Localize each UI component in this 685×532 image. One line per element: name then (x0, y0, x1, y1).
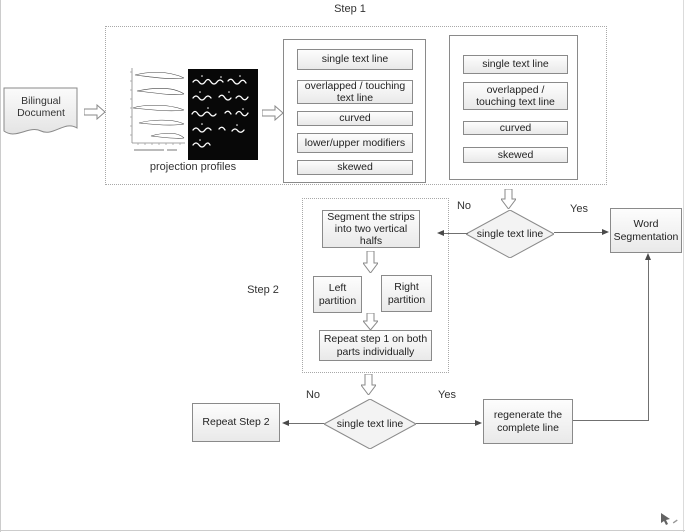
decision1-no-label: No (456, 200, 472, 212)
line-type2-overlapped: overlapped / touching text line (463, 82, 568, 110)
line-type-curved: curved (297, 111, 413, 126)
arrowhead-right-icon (602, 228, 609, 235)
text-lines-image (188, 69, 258, 160)
decision2-yes-label: Yes (438, 389, 456, 401)
arrowhead-left-icon (437, 229, 444, 236)
repeat-step1-box: Repeat step 1 on both parts individually (319, 330, 432, 361)
repeat-step2-box: Repeat Step 2 (192, 403, 280, 442)
line-type-single: single text line (297, 49, 413, 70)
decision2-label: single text line (336, 418, 404, 430)
line-type-modifiers: lower/upper modifiers (297, 133, 413, 153)
line-type2-skewed: skewed (463, 147, 568, 163)
step2-label: Step 2 (247, 284, 279, 296)
decision2-yes-connector (416, 423, 476, 424)
line-type2-curved: curved (463, 121, 568, 135)
page-left-border (0, 0, 1, 532)
regenerate-to-wordseg-connector-h (573, 420, 648, 421)
projection-profiles-caption: projection profiles (149, 161, 237, 173)
page-right-border (683, 0, 684, 532)
word-segmentation-box: Word Segmentation (610, 208, 682, 253)
down-block-arrow-icon (363, 251, 378, 273)
document-shape (3, 87, 78, 135)
right-partition-box: Right partition (381, 275, 432, 312)
segment-strips-box: Segment the strips into two vertical hal… (322, 210, 420, 248)
decision1-label: single text line (476, 228, 544, 240)
line-type2-single: single text line (463, 55, 568, 74)
decision1-no-connector (443, 233, 468, 234)
step1-dashed-group (105, 26, 607, 185)
step2-dashed-group (302, 198, 449, 373)
down-block-arrow-icon (363, 313, 378, 330)
right-block-arrow-icon (84, 104, 106, 120)
regenerate-to-wordseg-connector-v (648, 259, 649, 421)
left-partition-box: Left partition (313, 276, 362, 313)
arrowhead-left-icon (282, 419, 289, 426)
line-type-skewed: skewed (297, 160, 413, 175)
down-block-arrow-icon (501, 189, 516, 209)
decision2-no-connector (288, 423, 324, 424)
projection-profile-chart (122, 64, 188, 157)
arrowhead-right-icon (475, 419, 482, 426)
down-block-arrow-icon (361, 374, 376, 395)
page-bottom-border (0, 530, 685, 531)
decision2-no-label: No (305, 389, 321, 401)
step1-label: Step 1 (334, 3, 366, 15)
mouse-cursor-icon (661, 513, 678, 525)
decision1-diamond (466, 210, 554, 258)
decision2-diamond (324, 399, 416, 449)
right-block-arrow-icon (262, 105, 284, 121)
regenerate-line-box: regenerate the complete line (483, 399, 573, 444)
arrowhead-up-icon (644, 253, 651, 260)
decision1-yes-connector (554, 232, 603, 233)
line-type-overlapped: overlapped / touching text line (297, 80, 413, 104)
decision1-yes-label: Yes (570, 203, 588, 215)
bilingual-document-label: Bilingual Document (17, 95, 65, 120)
